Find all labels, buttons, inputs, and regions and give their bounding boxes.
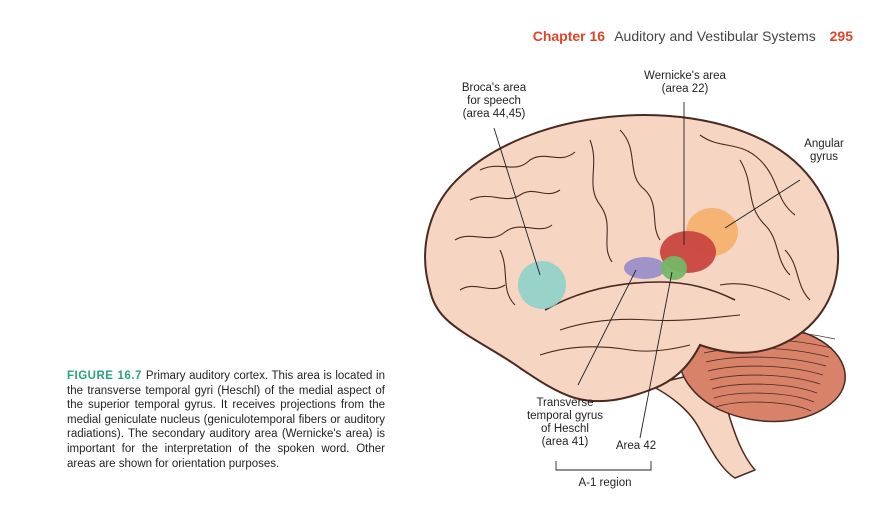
angular-gyrus-label: Angular gyrus bbox=[804, 138, 844, 163]
gyrus-line bbox=[459, 284, 506, 291]
page-number: 295 bbox=[829, 28, 853, 44]
gyrus-line bbox=[499, 249, 516, 306]
cerebellum-folium-line bbox=[713, 392, 815, 403]
heschl-gyrus-area bbox=[624, 257, 666, 279]
gyrus-line bbox=[454, 224, 553, 241]
area-42-region bbox=[661, 256, 687, 280]
chapter-title: Auditory and Vestibular Systems bbox=[614, 28, 816, 44]
cerebellum-folium-line bbox=[705, 356, 827, 367]
gyrus-line bbox=[784, 249, 811, 301]
heschl-label: Transverse temporal gyrus of Heschl (are… bbox=[526, 397, 604, 448]
gyrus-line bbox=[699, 134, 796, 216]
gyrus-line bbox=[719, 283, 791, 301]
lateral-sulcus bbox=[544, 281, 736, 311]
running-header: Chapter 16 Auditory and Vestibular Syste… bbox=[533, 28, 853, 44]
chapter-number: Chapter 16 bbox=[532, 28, 606, 44]
caption-text: Primary auditory cortex. This area is lo… bbox=[67, 370, 385, 470]
gyrus-line bbox=[619, 129, 661, 241]
angular-leader bbox=[724, 179, 801, 229]
gyrus-line bbox=[589, 139, 613, 263]
cerebellum-folium-line bbox=[711, 383, 818, 394]
gyrus-line bbox=[739, 159, 791, 276]
gyrus-line bbox=[479, 151, 576, 171]
broca-label: Broca's area for speech (area 44,45) bbox=[461, 82, 527, 120]
broca-area bbox=[518, 261, 566, 309]
wernicke-label: Wernicke's area (area 22) bbox=[644, 70, 726, 95]
cortical-gyri bbox=[454, 129, 811, 356]
gyrus-line bbox=[539, 344, 691, 356]
gyrus-line bbox=[469, 189, 561, 201]
cerebellum-folium-line bbox=[715, 401, 812, 412]
area42-leader bbox=[639, 271, 673, 439]
cerebellum-folium-line bbox=[707, 365, 824, 376]
figure-number: FIGURE 16.7 bbox=[67, 370, 142, 382]
leader-lines bbox=[493, 102, 801, 471]
broca-leader bbox=[493, 127, 541, 276]
a1-bracket bbox=[555, 461, 652, 471]
area-42-label: Area 42 bbox=[615, 440, 657, 452]
a1-region-label: A-1 region bbox=[578, 477, 632, 489]
cerebrum bbox=[424, 114, 840, 403]
heschl-leader bbox=[577, 269, 637, 386]
cerebellum-folium-line bbox=[709, 374, 821, 385]
gyrus-line bbox=[559, 314, 741, 331]
